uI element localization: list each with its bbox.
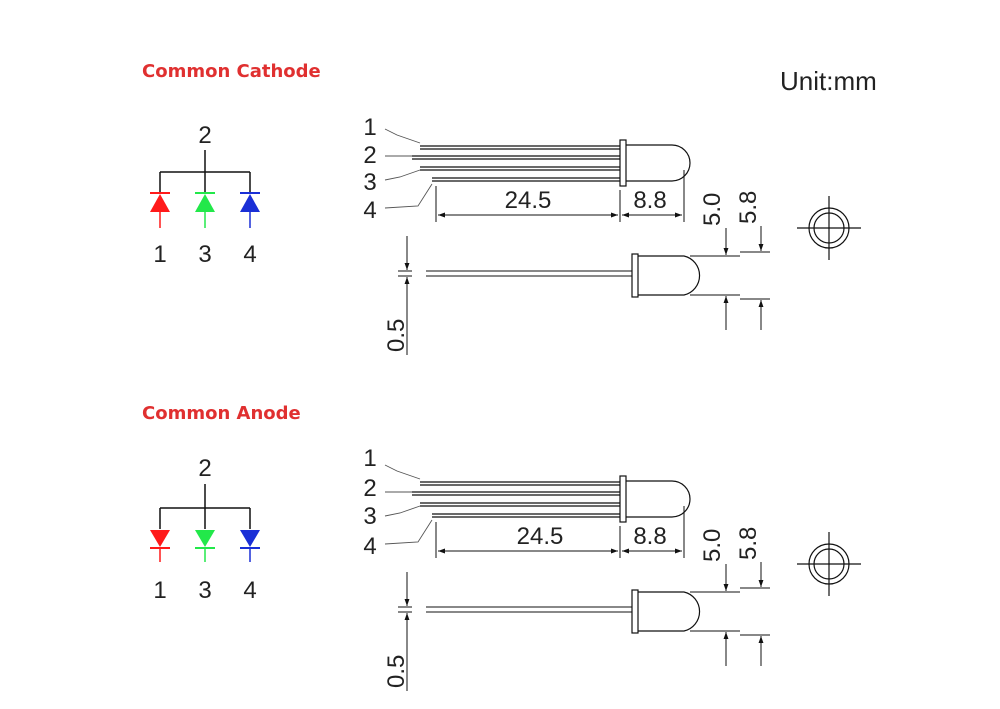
title-common-cathode: Common Cathode xyxy=(142,61,321,82)
side-view: 0.5 5.0 5.8 xyxy=(383,191,770,355)
common-pin-label: 2 xyxy=(198,455,211,482)
end-view-symbol xyxy=(797,532,861,596)
lead-callouts xyxy=(384,128,433,209)
section-common-anode: 2 xyxy=(150,445,861,691)
lead-label-2: 2 xyxy=(363,142,376,169)
led-green-diode xyxy=(195,172,215,228)
lead-label-3: 3 xyxy=(363,503,376,530)
dim-lead-length: 24.5 xyxy=(505,187,552,214)
top-view: 1 2 3 4 xyxy=(363,114,691,224)
led-blue-diode xyxy=(240,172,260,228)
dim-body-length: 8.8 xyxy=(633,523,666,550)
dimension-24-5 xyxy=(435,522,621,558)
leads xyxy=(412,145,620,182)
common-pin-label: 2 xyxy=(198,122,211,149)
led-flange-side xyxy=(631,589,639,634)
led-red-diode xyxy=(150,508,170,562)
lead-label-4: 4 xyxy=(363,197,376,224)
dimension-24-5 xyxy=(435,186,621,222)
dim-lead-width: 0.5 xyxy=(383,319,410,352)
led-lens xyxy=(626,480,691,518)
dimension-5-8 xyxy=(740,562,770,666)
section-common-cathode: 2 xyxy=(150,114,861,355)
led-lens-side xyxy=(638,591,701,632)
pin-label-blue: 4 xyxy=(243,241,256,268)
pin-label-green: 3 xyxy=(198,241,211,268)
dim-lens-diameter: 5.0 xyxy=(699,193,726,226)
top-view: 1 2 3 4 xyxy=(363,445,691,560)
lead-callouts xyxy=(384,464,433,545)
side-view: 0.5 5.0 5.8 xyxy=(383,527,770,691)
dim-lens-diameter: 5.0 xyxy=(699,529,726,562)
lead-label-3: 3 xyxy=(363,169,376,196)
leads xyxy=(412,481,620,518)
unit-label: Unit:mm xyxy=(780,66,877,96)
dimension-5-0 xyxy=(690,564,740,666)
led-flange xyxy=(619,139,627,187)
lead-label-4: 4 xyxy=(363,533,376,560)
dim-flange-diameter: 5.8 xyxy=(735,527,762,560)
lead-side xyxy=(398,270,632,277)
led-blue-diode xyxy=(240,508,260,562)
led-green-diode xyxy=(195,508,215,562)
dim-body-length: 8.8 xyxy=(633,187,666,214)
dim-lead-length: 24.5 xyxy=(517,523,564,550)
lead-label-1: 1 xyxy=(363,114,376,141)
pin-label-blue: 4 xyxy=(243,577,256,604)
end-view-symbol xyxy=(797,196,861,260)
led-lens-side xyxy=(638,255,701,296)
pin-label-red: 1 xyxy=(153,241,166,268)
pin-label-red: 1 xyxy=(153,577,166,604)
dim-flange-diameter: 5.8 xyxy=(735,191,762,224)
lead-label-1: 1 xyxy=(363,445,376,472)
schematic: 2 xyxy=(150,455,260,604)
led-red-diode xyxy=(150,172,170,228)
schematic: 2 xyxy=(150,122,260,268)
dimension-5-8 xyxy=(740,226,770,330)
lead-label-2: 2 xyxy=(363,475,376,502)
title-common-anode: Common Anode xyxy=(142,403,301,424)
led-lens xyxy=(626,144,691,182)
dimension-5-0 xyxy=(690,228,740,330)
lead-side xyxy=(398,606,632,613)
dimension-8-8 xyxy=(622,506,685,558)
dim-lead-width: 0.5 xyxy=(383,655,410,688)
dimension-8-8 xyxy=(622,170,685,222)
led-flange xyxy=(619,475,627,523)
pin-label-green: 3 xyxy=(198,577,211,604)
led-flange-side xyxy=(631,253,639,298)
